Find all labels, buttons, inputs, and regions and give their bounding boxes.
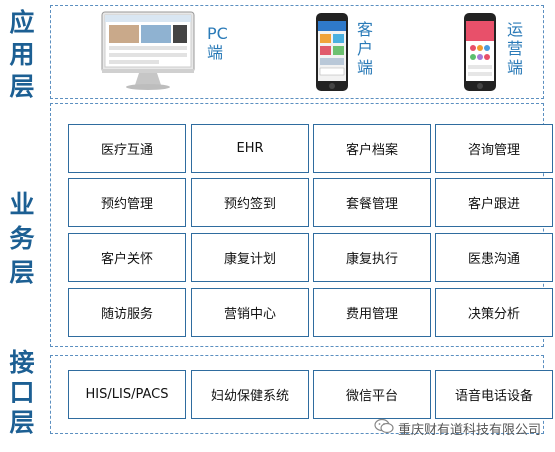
business-module-box: 客户关怀 (68, 233, 186, 282)
business-module-box: 康复计划 (191, 233, 309, 282)
business-module-box: 决策分析 (435, 288, 553, 337)
device-label-line: 营 (507, 39, 524, 58)
device-label-line: 户 (357, 39, 374, 58)
device-label-line: PC (207, 24, 228, 43)
interface-module-box: HIS/LIS/PACS (68, 370, 186, 419)
layer-char: 层 (9, 72, 35, 101)
layer-char: 层 (9, 408, 35, 437)
customer-label: 客户端 (357, 20, 373, 77)
business-module-box: 预约管理 (68, 178, 186, 227)
interface-module-box: 语音电话设备 (435, 370, 553, 419)
wechat-icon (374, 418, 394, 438)
device-label-line: 端 (207, 43, 224, 62)
business-module-box: 预约签到 (191, 178, 309, 227)
device-label-line: 客 (357, 20, 374, 39)
layer-label-app: 应用层 (4, 8, 40, 104)
business-module-box: EHR (191, 124, 309, 173)
layer-char: 口 (9, 378, 35, 407)
business-module-box: 咨询管理 (435, 124, 553, 173)
interface-module-box: 微信平台 (313, 370, 431, 419)
customer-phone-image (315, 12, 349, 92)
business-module-box: 随访服务 (68, 288, 186, 337)
layer-char: 接 (9, 348, 35, 377)
interface-module-box: 妇幼保健系统 (191, 370, 309, 419)
layer-char: 务 (9, 224, 35, 253)
layer-char: 用 (9, 40, 35, 69)
operation-phone-image (463, 12, 497, 92)
operation-label: 运营端 (507, 20, 523, 77)
business-module-box: 套餐管理 (313, 178, 431, 227)
business-module-box: 医疗互通 (68, 124, 186, 173)
pc-monitor-image (101, 11, 195, 91)
business-module-box: 营销中心 (191, 288, 309, 337)
layer-label-interface: 接口层 (4, 348, 40, 438)
business-module-box: 客户跟进 (435, 178, 553, 227)
business-module-box: 康复执行 (313, 233, 431, 282)
business-module-box: 费用管理 (313, 288, 431, 337)
device-label-line: 端 (507, 58, 524, 77)
layer-char: 应 (9, 8, 35, 37)
layer-label-business: 业务层 (4, 190, 40, 292)
device-label-line: 端 (357, 58, 374, 77)
business-module-box: 客户档案 (313, 124, 431, 173)
layer-char: 层 (9, 258, 35, 287)
layer-char: 业 (9, 190, 35, 219)
watermark-text: 重庆财有道科技有限公司 (397, 422, 541, 438)
business-module-box: 医患沟通 (435, 233, 553, 282)
watermark: 重庆财有道科技有限公司 (374, 418, 541, 438)
device-label-line: 运 (507, 20, 524, 39)
